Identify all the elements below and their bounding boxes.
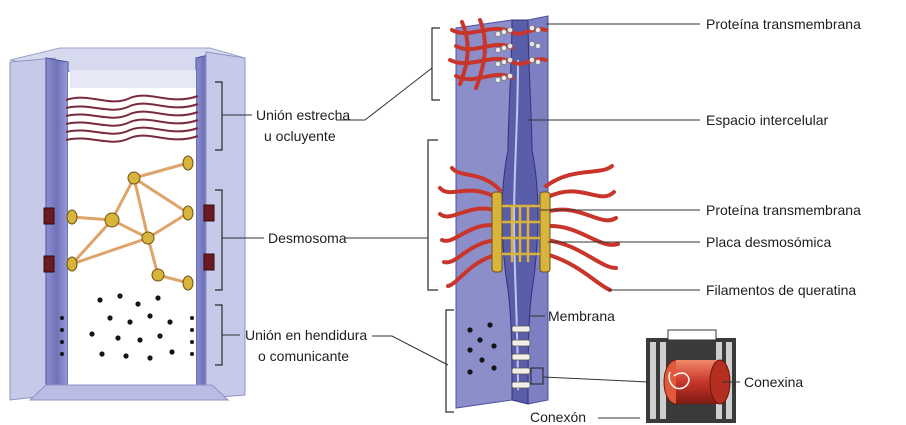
label-gap-junction-1: Unión en hendidura [245,327,367,343]
left-cell-illustration [10,48,245,400]
label-transmembrane-protein-mid: Proteína transmembrana [706,202,861,218]
label-desmosome: Desmosoma [268,230,347,246]
right-brackets [420,28,454,412]
connexin-inset [646,330,736,423]
label-connexin: Conexina [744,374,803,390]
label-intercellular-space: Espacio intercelular [706,112,829,128]
label-keratin-filaments: Filamentos de queratina [706,282,856,298]
label-desmosomal-plaque: Placa desmosómica [706,234,831,250]
label-tight-junction-2: u ocluyente [264,128,336,144]
label-membrane: Membrana [548,308,615,324]
label-connexon: Conexón [530,409,586,425]
label-tight-junction-1: Unión estrecha [256,107,350,123]
label-gap-junction-2: o comunicante [258,348,349,364]
label-transmembrane-protein-top: Proteína transmembrana [706,16,861,32]
